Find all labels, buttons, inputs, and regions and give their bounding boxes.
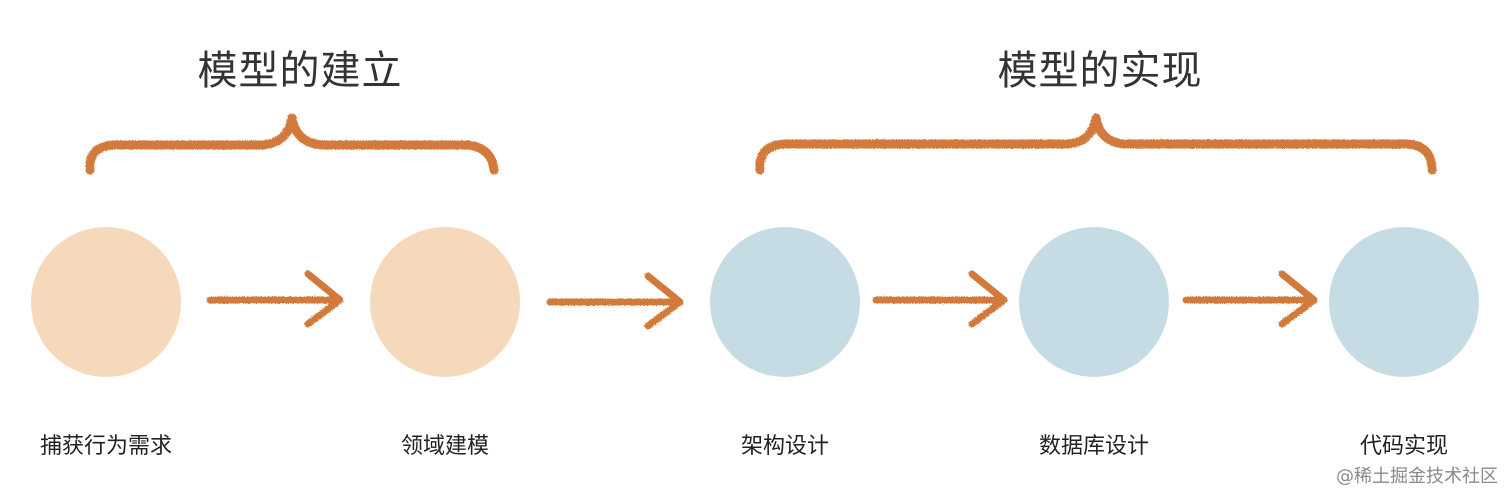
group-brace-modeling [85,113,499,175]
step-label-architecture-design: 架构设计 [740,434,830,459]
arrow-3 [872,270,1008,328]
step-circle-code-implementation [1329,227,1479,377]
step-circle-capture-requirements [31,227,181,377]
group-title-modeling: 模型的建立 [197,48,403,94]
step-label-domain-modeling: 领域建模 [400,434,490,459]
arrow-1 [206,270,344,328]
group-brace-implementation [755,113,1437,175]
step-label-capture-requirements: 捕获行为需求 [39,434,173,459]
arrow-4 [1182,270,1318,328]
step-circle-database-design [1019,227,1169,377]
step-label-code-implementation: 代码实现 [1359,434,1449,459]
step-circle-domain-modeling [370,227,520,377]
group-title-implementation: 模型的实现 [997,48,1203,94]
arrow-2 [546,272,684,330]
step-label-database-design: 数据库设计 [1038,434,1150,459]
step-circle-architecture-design [710,227,860,377]
watermark: @稀土掘金技术社区 [1336,466,1498,487]
